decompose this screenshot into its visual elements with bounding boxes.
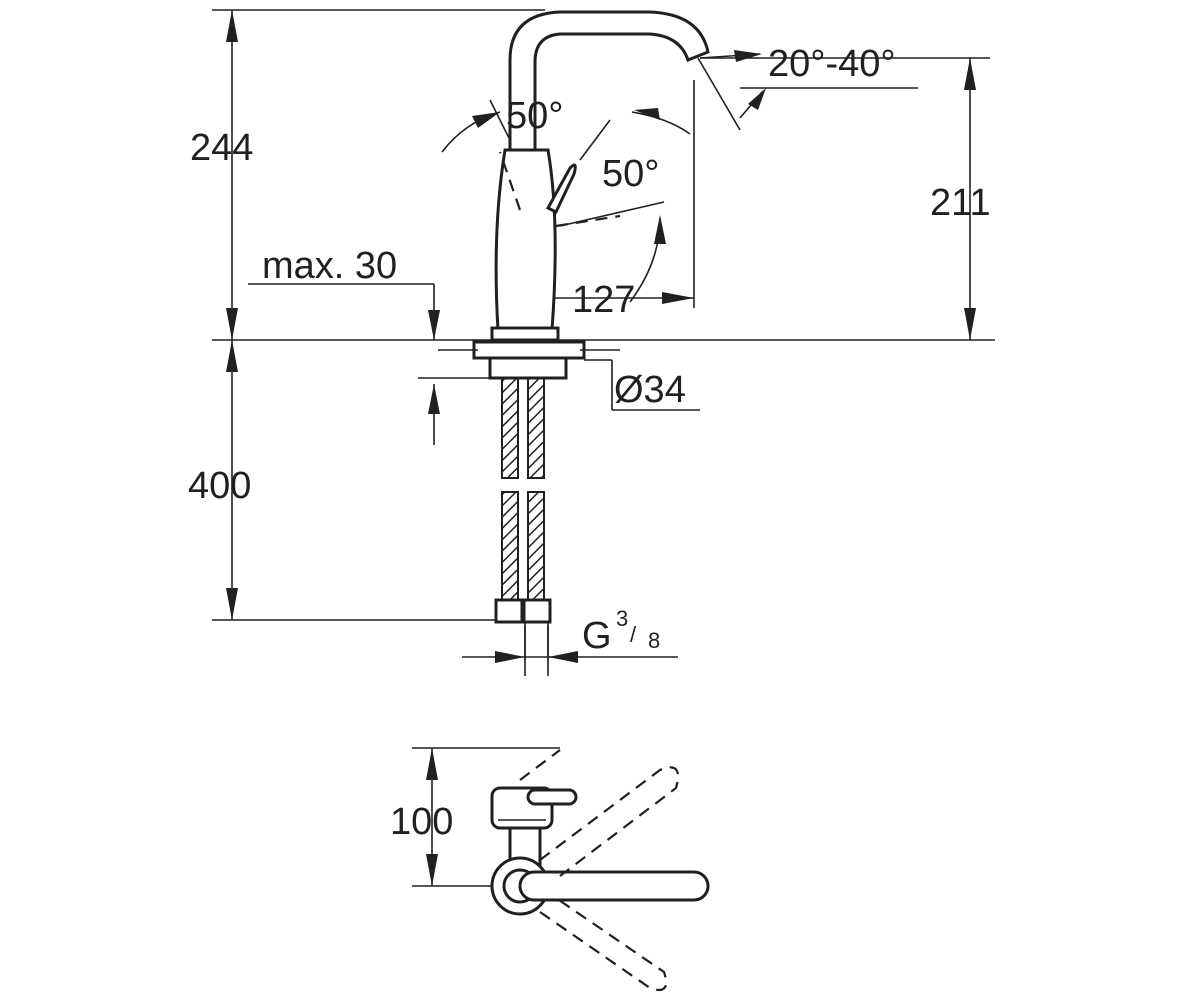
total-height-label: 244 (190, 127, 253, 169)
spout-tilt-angle-label: 20°-40° (768, 43, 896, 85)
spout-height-label: 211 (930, 182, 991, 224)
thread-slash: / (630, 622, 637, 647)
lever-swing-right-label: 50° (602, 153, 659, 195)
thread-denominator-label: 8 (648, 628, 660, 653)
deck-thickness-label: max. 30 (262, 245, 397, 287)
connection-thread-label: G (582, 615, 612, 657)
faucet-plan-view (412, 747, 710, 992)
thread-numerator-label: 3 (616, 606, 628, 631)
plan-depth-label: 100 (390, 801, 453, 843)
hole-diameter-label: Ø34 (614, 369, 686, 411)
spout-reach-label: 127 (572, 279, 635, 321)
hose-length-label: 400 (188, 465, 251, 507)
dimension-lines (212, 9, 995, 676)
lever-swing-left-label: 50° (506, 95, 563, 137)
faucet-side-view (438, 10, 710, 660)
